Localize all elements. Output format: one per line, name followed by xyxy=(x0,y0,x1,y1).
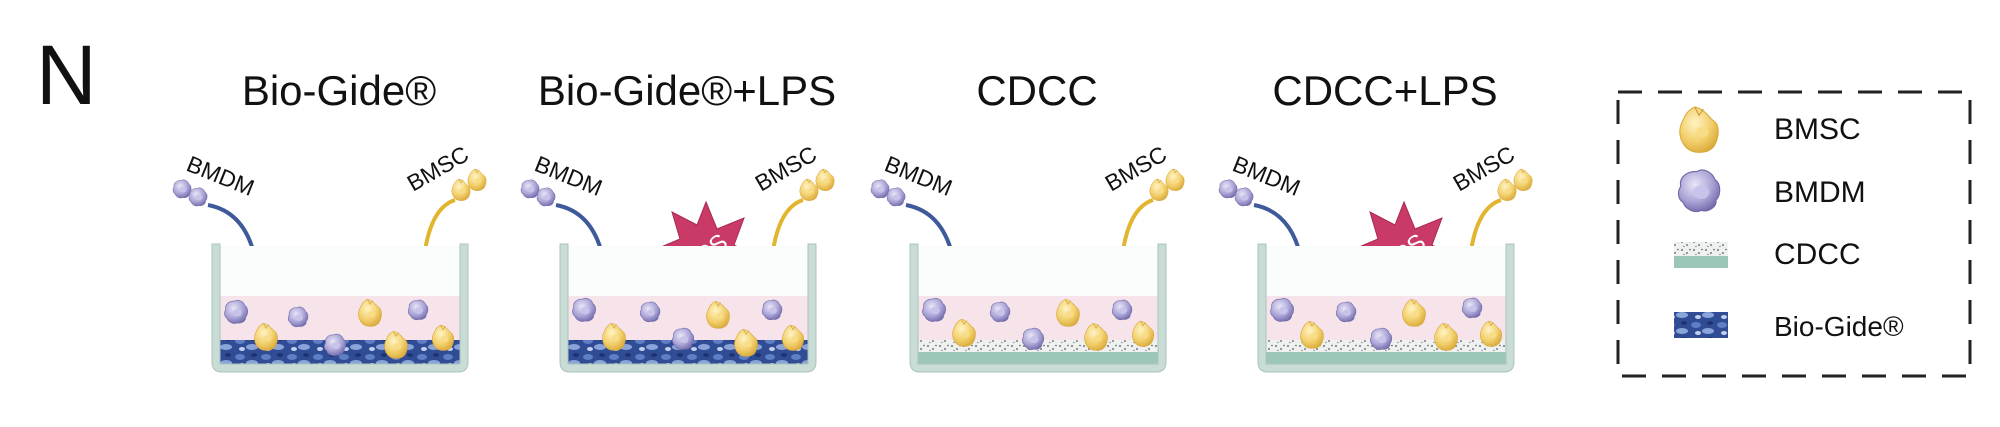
condition-title: CDCC+LPS xyxy=(1272,67,1497,114)
legend-item-cdcc: CDCC xyxy=(1674,238,1861,271)
condition-1: Bio-Gide® BMDM BMSC xyxy=(172,67,487,373)
legend-label: Bio-Gide® xyxy=(1774,311,1904,342)
bmsc-cell-icon xyxy=(1679,106,1719,153)
legend-label: BMSC xyxy=(1774,113,1861,146)
legend-border xyxy=(1616,90,1972,378)
condition-2: Bio-Gide®+LPS BMDM BMSC LPS xyxy=(520,67,836,373)
condition-title: Bio-Gide® xyxy=(242,67,436,114)
legend-item-bmsc: BMSC xyxy=(1679,106,1861,153)
panel-letter: N xyxy=(36,28,97,122)
condition-3: CDCC BMDM BMSC xyxy=(870,67,1185,373)
bmsc-inflow: BMSC xyxy=(1449,141,1533,264)
legend-item-biogide: Bio-Gide® xyxy=(1674,311,1904,342)
legend-label: CDCC xyxy=(1774,238,1861,271)
legend-label: BMDM xyxy=(1774,176,1866,209)
condition-4: CDCC+LPS BMDM BMSC LPS xyxy=(1218,67,1533,373)
condition-title: CDCC xyxy=(976,67,1097,114)
culture-well xyxy=(1257,243,1515,373)
biogide-membrane-icon xyxy=(1674,312,1728,338)
culture-well xyxy=(211,243,469,373)
condition-title: Bio-Gide®+LPS xyxy=(538,67,836,114)
bmsc-inflow: BMSC xyxy=(1101,141,1185,264)
cdcc-membrane-icon xyxy=(1674,242,1728,268)
culture-well xyxy=(559,243,817,373)
bmdm-cell-icon xyxy=(1677,169,1721,213)
legend: BMSC BMDM CDCC Bio-Gide® xyxy=(1616,90,1972,378)
legend-item-bmdm: BMDM xyxy=(1677,169,1866,213)
bmsc-inflow: BMSC xyxy=(403,141,487,264)
culture-well xyxy=(909,243,1167,373)
bmsc-inflow: BMSC xyxy=(751,141,835,264)
